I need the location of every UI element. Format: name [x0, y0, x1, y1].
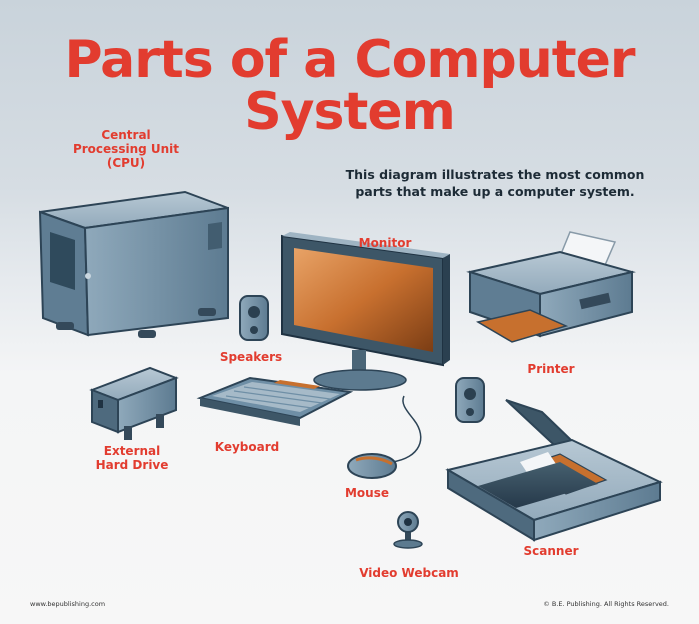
label-cpu-line-2: Processing Unit — [72, 142, 180, 156]
webcam — [393, 511, 423, 549]
label-mouse: Mouse — [344, 486, 389, 500]
printer — [466, 231, 636, 343]
cpu-tower — [38, 190, 229, 338]
speaker-right — [455, 377, 485, 423]
label-cpu-line-1: Central — [101, 128, 151, 142]
description-line-1: This diagram illustrates the most common — [345, 167, 645, 182]
footer-website: www.bepublishing.com — [30, 600, 106, 608]
external-hard-drive — [89, 366, 179, 440]
label-external-hard-drive-line-1: External — [103, 444, 161, 458]
label-cpu: Central Processing Unit (CPU) — [70, 128, 182, 170]
page-title-line-2: System — [244, 82, 456, 142]
page-title-line-1: Parts of a Computer — [64, 30, 635, 90]
footer-copyright: © B.E. Publishing. All Rights Reserved. — [543, 600, 669, 608]
label-monitor: Monitor — [358, 236, 412, 250]
label-external-hard-drive-line-2: Hard Drive — [95, 458, 169, 472]
mouse — [347, 395, 422, 479]
description-line-2: parts that make up a computer system. — [355, 184, 635, 199]
scanner — [445, 399, 663, 542]
speaker-left — [239, 295, 269, 341]
monitor — [281, 232, 450, 391]
label-speakers: Speakers — [219, 350, 283, 364]
label-video-webcam: Video Webcam — [359, 566, 459, 580]
label-cpu-line-3: (CPU) — [106, 156, 146, 170]
label-scanner: Scanner — [523, 544, 579, 558]
description: This diagram illustrates the most common… — [340, 166, 650, 200]
label-external-hard-drive: External Hard Drive — [82, 444, 182, 472]
keyboard — [196, 376, 354, 426]
label-keyboard: Keyboard — [214, 440, 280, 454]
label-printer: Printer — [527, 362, 575, 376]
